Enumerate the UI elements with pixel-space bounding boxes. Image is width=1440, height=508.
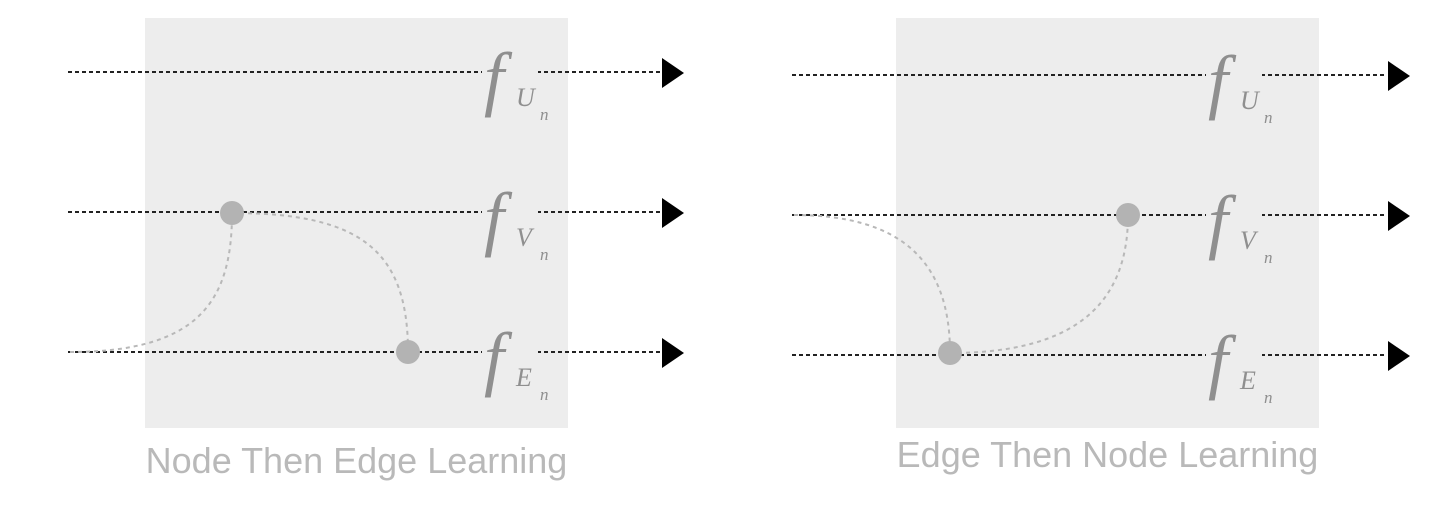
svg-text:n: n [540, 245, 549, 264]
svg-text:n: n [1264, 108, 1273, 127]
svg-text:U: U [1240, 86, 1261, 115]
func-label-e: f E n [482, 318, 549, 404]
svg-text:n: n [540, 385, 549, 404]
func-label-v: f V n [1206, 181, 1273, 267]
edge-update-point [396, 340, 420, 364]
svg-text:E: E [1239, 366, 1256, 395]
row-v-arrowhead [662, 198, 684, 228]
edge-update-point [938, 341, 962, 365]
svg-text:n: n [540, 105, 549, 124]
row-v-arrowhead [1388, 201, 1410, 231]
node-update-point [220, 201, 244, 225]
row-e-arrowhead [1388, 341, 1410, 371]
panel-edge-then-node: f U n f V n f E n [792, 18, 1410, 428]
row-u-arrowhead [1388, 61, 1410, 91]
curve-edge-to-node [949, 214, 1129, 354]
svg-text:V: V [1240, 226, 1259, 255]
func-label-v: f V n [482, 178, 549, 264]
func-label-e: f E n [1206, 321, 1273, 407]
svg-text:n: n [1264, 388, 1273, 407]
svg-text:n: n [1264, 248, 1273, 267]
func-label-u: f U n [1206, 41, 1273, 127]
svg-text:U: U [516, 83, 537, 112]
row-u-arrowhead [662, 58, 684, 88]
node-update-point [1116, 203, 1140, 227]
caption-node-then-edge: Node Then Edge Learning [145, 440, 568, 481]
curve-input-to-node [69, 212, 233, 353]
panel-node-then-edge: f U n f V n f E n [68, 18, 684, 428]
row-e-arrowhead [662, 338, 684, 368]
svg-text:V: V [516, 223, 535, 252]
curve-node-to-edge [231, 212, 409, 353]
func-label-u: f U n [482, 38, 549, 124]
svg-text:E: E [515, 363, 532, 392]
caption-edge-then-node: Edge Then Node Learning [896, 434, 1319, 475]
